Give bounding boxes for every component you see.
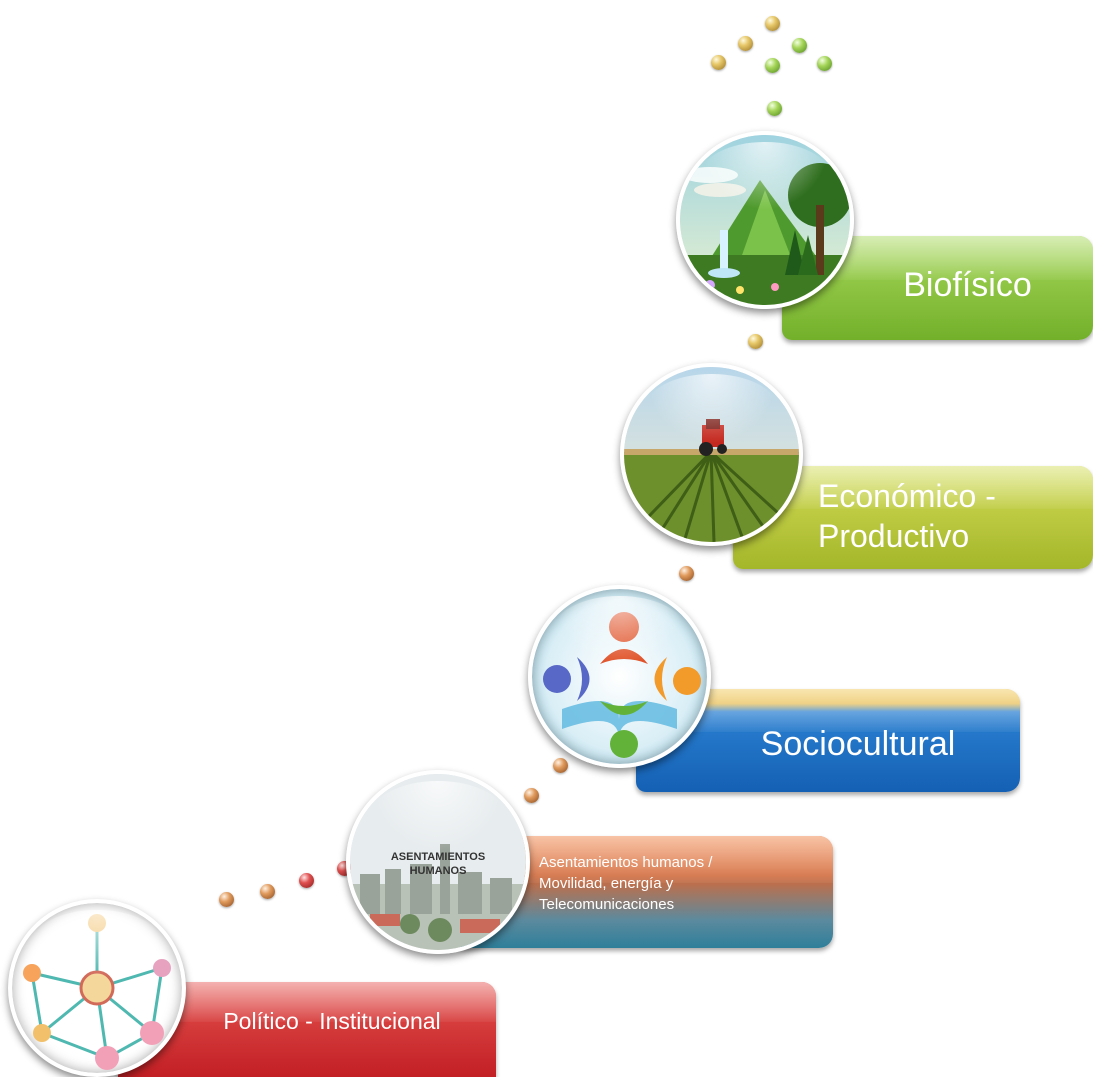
- tractor-field-icon: [620, 363, 803, 546]
- bead: [765, 16, 780, 31]
- label-asentamientos-line2: Movilidad, energía y: [539, 875, 674, 892]
- landscape-icon: [676, 131, 854, 309]
- bead: [299, 873, 314, 888]
- label-biofisico: Biofísico: [903, 266, 1032, 304]
- city-circle-text-line1: ASENTAMIENTOS: [391, 851, 485, 863]
- bead: [792, 38, 807, 53]
- bead: [817, 56, 832, 71]
- label-sociocultural: Sociocultural: [760, 725, 956, 763]
- bead: [711, 55, 726, 70]
- banner-economico: Económico - Productivo: [733, 466, 1093, 569]
- bead: [219, 892, 234, 907]
- bead: [524, 788, 539, 803]
- label-economico-line2: Productivo: [818, 518, 970, 554]
- bead: [767, 101, 782, 116]
- bead: [553, 758, 568, 773]
- label-asentamientos-line3: Telecomunicaciones: [539, 896, 675, 913]
- people-book-icon: [528, 585, 711, 768]
- label-politico: Político - Institucional: [223, 1008, 441, 1034]
- bead: [765, 58, 780, 73]
- city-circle-text-line2: HUMANOS: [410, 865, 467, 877]
- city-icon: ASENTAMIENTOS HUMANOS: [346, 770, 530, 954]
- bead: [738, 36, 753, 51]
- bead: [748, 334, 763, 349]
- network-icon: [8, 899, 186, 1077]
- bead: [260, 884, 275, 899]
- label-asentamientos-line1: Asentamientos humanos /: [539, 854, 713, 871]
- label-economico-line1: Económico -: [818, 478, 996, 514]
- bead: [679, 566, 694, 581]
